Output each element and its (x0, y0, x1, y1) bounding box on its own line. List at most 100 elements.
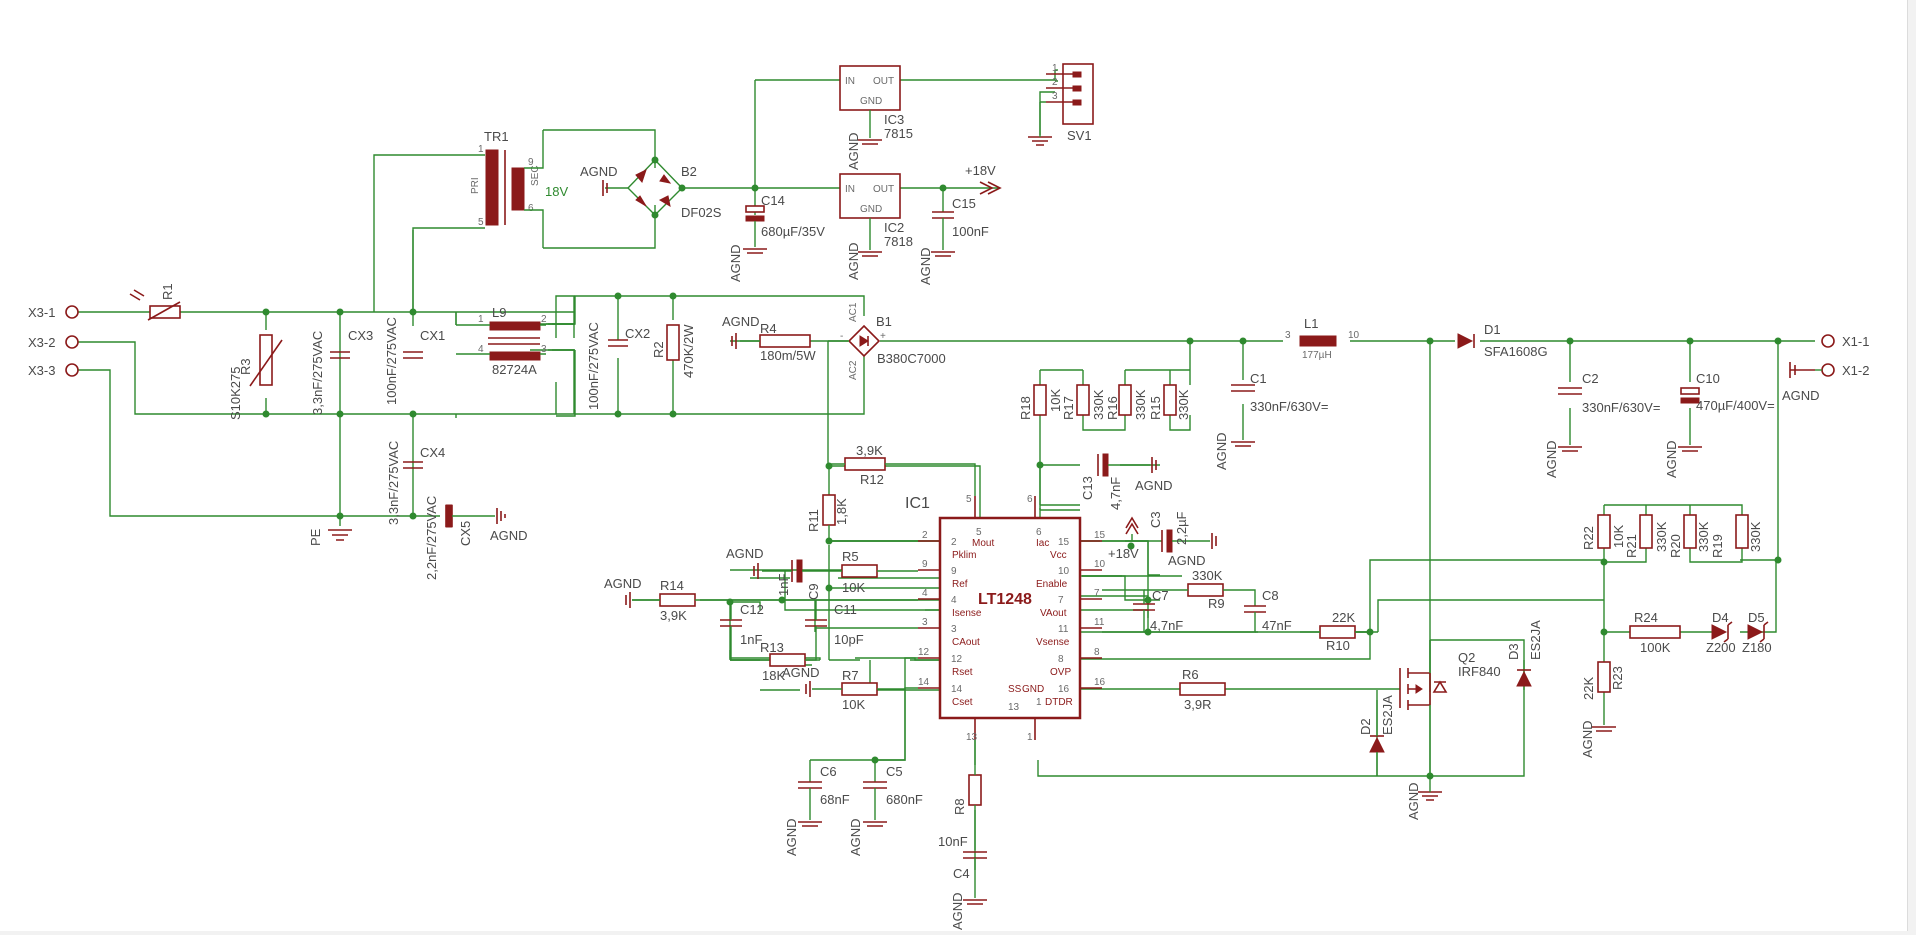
agnd-label: AGND (1135, 478, 1173, 493)
capacitor-cx3[interactable]: CX3 3,3nF/275VAC (310, 328, 373, 415)
c6-value: 68nF (820, 792, 850, 807)
resistor-r15[interactable]: R15 330K (1148, 384, 1191, 420)
connector-x1[interactable]: X1-1 X1-2 AGND (1782, 334, 1869, 403)
pe-label: PE (308, 528, 323, 546)
ic2-label: IC2 (884, 220, 904, 235)
diode-d3[interactable]: D3 ES2JA (1506, 620, 1543, 687)
capacitor-c4[interactable]: 10nF C4 AGND (938, 834, 987, 930)
resistor-r5[interactable]: R5 10K (810, 549, 918, 595)
ic2-in: IN (845, 184, 855, 195)
d4-value: Z200 (1706, 640, 1736, 655)
ic1-pin: 11 (1058, 624, 1069, 635)
r23-label: R23 (1610, 666, 1625, 690)
capacitor-cx1[interactable]: CX1 100nF/275VAC (384, 317, 445, 405)
r14-value: 3,9K (660, 608, 687, 623)
connector-sv1[interactable]: 1 2 3 SV1 (1028, 63, 1094, 146)
ic1-pin-name: Cset (952, 697, 973, 708)
ic1-pin-name: Rset (952, 667, 973, 678)
resistor-r2[interactable]: R2 470K/2W (651, 324, 696, 378)
agnd-label: AGND (604, 576, 642, 591)
resistor-r23[interactable]: 22K R23 AGND (1580, 661, 1625, 758)
connector-x3[interactable]: X3-1 X3-2 X3-3 (28, 305, 79, 378)
diode-d1[interactable]: D1 SFA1608G (1457, 322, 1548, 359)
c12-label: C12 (740, 602, 764, 617)
bridge-rectifier-b2[interactable]: AGND B2 DF02S (580, 156, 722, 221)
b1-value: B380C7000 (877, 351, 946, 366)
ic1-pin: 9 (951, 566, 957, 577)
bottom-scroll-edge[interactable] (0, 931, 1916, 935)
capacitor-c1[interactable]: C1 330nF/630V= AGND (1214, 371, 1328, 470)
resistor-r6[interactable]: R6 3,9R (1179, 667, 1226, 712)
c2-label: C2 (1582, 371, 1599, 386)
cx4-label: CX4 (420, 445, 445, 460)
diode-d2[interactable]: D2 ES2JA (1358, 695, 1395, 776)
resistor-r20[interactable]: R20 330K (1668, 514, 1711, 558)
r1-label: R1 (160, 283, 175, 300)
zener-d4[interactable]: D4 Z200 (1706, 610, 1736, 655)
agnd-label: AGND (848, 818, 863, 856)
resistor-r24[interactable]: R24 100K (1629, 610, 1681, 655)
right-scroll-edge[interactable] (1907, 0, 1916, 935)
r11-value: 1,8K (834, 498, 849, 525)
resistor-r4[interactable]: AGND R4 180m/5W (722, 314, 816, 363)
agnd-label: AGND (722, 314, 760, 329)
capacitor-c13[interactable]: AGND C13 4,7nF (1080, 453, 1173, 510)
capacitor-c12[interactable]: C12 1nF (720, 600, 770, 661)
capacitor-c2[interactable]: C2 330nF/630V= AGND (1544, 371, 1660, 478)
ic1-lt1248[interactable]: IC1 LT1248 2 Pklim 9 Ref 4 Isense 3 CAou… (905, 494, 1106, 743)
resistor-r17[interactable]: R17 330K (1061, 384, 1106, 420)
l1-value: 177µH (1302, 350, 1332, 361)
plus18-label: +18V (965, 163, 996, 178)
resistor-r1[interactable]: R1 (129, 283, 181, 321)
agnd-label: AGND (728, 244, 743, 282)
c11-label: C11 (834, 602, 857, 617)
capacitor-c14[interactable]: C14 680µF/35V AGND (728, 193, 825, 282)
resistor-r14[interactable]: AGND R14 3,9K (604, 576, 918, 623)
capacitor-c6[interactable]: C6 68nF AGND (784, 764, 850, 856)
capacitor-c8[interactable]: C8 47nF (1144, 588, 1292, 633)
r21-value: 330K (1654, 521, 1669, 552)
regulator-ic3[interactable]: IN OUT GND IC3 7815 AGND (839, 65, 913, 170)
resistor-r21[interactable]: R21 330K (1624, 514, 1669, 558)
r18-label: R18 (1018, 396, 1033, 420)
resistor-r16[interactable]: R16 330K (1105, 384, 1148, 420)
c13-label: C13 (1080, 476, 1095, 500)
resistor-r9[interactable]: 330K R9 (1144, 568, 1256, 611)
resistor-r18[interactable]: R18 10K (1018, 384, 1063, 420)
inductor-l1[interactable]: L1 177µH 3 10 (1285, 316, 1360, 361)
resistor-r7[interactable]: R7 10K (805, 657, 918, 712)
resistor-r11[interactable]: R11 1,8K (806, 494, 918, 542)
varistor-r3[interactable]: R3 S10K275 (228, 334, 283, 420)
regulator-ic2[interactable]: IN OUT GND IC2 7818 AGND (839, 173, 913, 280)
transformer-tr1[interactable]: TR1 PRI SEC 18V 1 5 9 6 (470, 129, 568, 248)
capacitor-cx4[interactable]: CX4 3,3nF/275VAC (386, 441, 445, 525)
bridge-rectifier-b1[interactable]: B1 B380C7000 AC1 AC2 - + (827, 302, 946, 466)
c15-label: C15 (952, 196, 976, 211)
resistor-r22[interactable]: R22 10K (1581, 514, 1626, 550)
resistor-r12[interactable]: 3,9K R12 (829, 443, 976, 496)
capacitor-c5[interactable]: C5 680nF AGND (848, 687, 923, 856)
capacitor-c10[interactable]: C10 470µF/400V= AGND (1664, 371, 1775, 478)
ic1-pin: 3 (951, 624, 957, 635)
resistor-r10[interactable]: 22K R10 (1255, 610, 1370, 653)
r4-value: 180m/5W (760, 348, 816, 363)
b1-ac2: AC2 (848, 360, 859, 380)
capacitor-c3[interactable]: AGND C3 2,2µF (1148, 511, 1217, 568)
capacitor-cx2[interactable]: CX2 100nF/275VAC (586, 322, 650, 410)
mosfet-q2[interactable]: Q2 IRF840 (1399, 640, 1501, 776)
capacitor-c11[interactable]: C11 10pF (805, 600, 918, 647)
resistor-r8[interactable]: R8 (952, 740, 982, 850)
resistor-r19[interactable]: R19 330K (1710, 514, 1763, 558)
capacitor-cx5[interactable]: CX5 2,2nF/275VAC AGND (424, 496, 528, 580)
capacitor-c9[interactable]: AGND C9 1nF (726, 546, 821, 600)
b2-label: B2 (681, 164, 697, 179)
resistor-r13[interactable]: R13 18K AGND (760, 628, 820, 683)
r15-label: R15 (1148, 396, 1163, 420)
d3-value: ES2JA (1528, 620, 1543, 660)
b1-ac1: AC1 (848, 302, 859, 322)
capacitor-c15[interactable]: C15 100nF AGND (918, 196, 989, 285)
zener-d5[interactable]: D5 Z180 (1742, 610, 1772, 655)
choke-l9[interactable]: L9 82724A 1 2 4 3 (456, 305, 547, 377)
ic1-pin-name: OVP (1050, 667, 1071, 678)
